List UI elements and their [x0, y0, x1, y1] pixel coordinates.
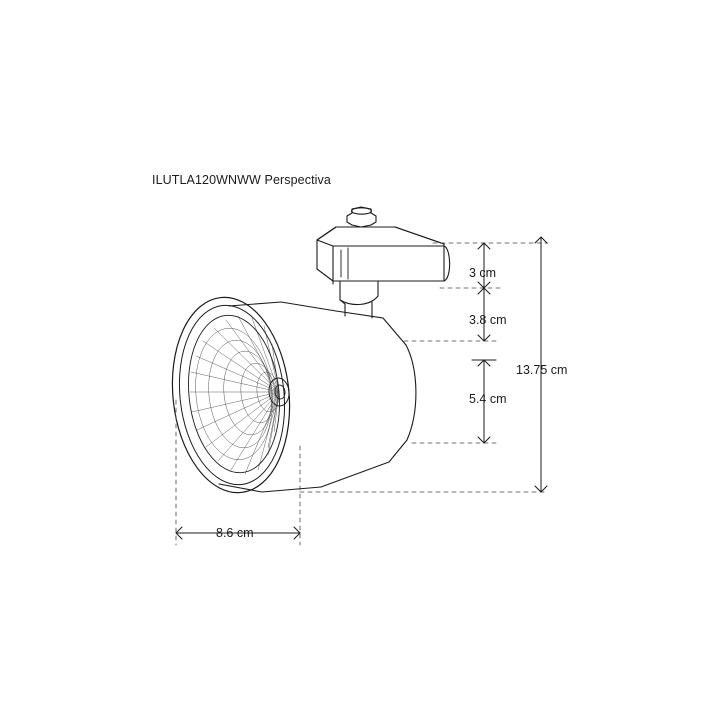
reflector-facets: [189, 315, 280, 475]
dimension-label-width: 8.6 cm: [216, 526, 254, 540]
dimension-label-54cm: 5.4 cm: [469, 392, 507, 406]
dimension-label-3cm: 3 cm: [469, 266, 497, 280]
stem-group: [339, 280, 379, 319]
page-title: ILUTLA120WNWW Perspectiva: [152, 173, 331, 187]
track-adapter-group: [316, 206, 451, 285]
horizontal-dimension-line: [175, 526, 301, 540]
vertical-dimension-lines: [471, 236, 548, 493]
housing-body-group: [218, 301, 417, 493]
dimension-label-38cm: 3.8 cm: [469, 313, 507, 327]
dimension-label-total-height: 13.75 cm: [516, 363, 568, 377]
